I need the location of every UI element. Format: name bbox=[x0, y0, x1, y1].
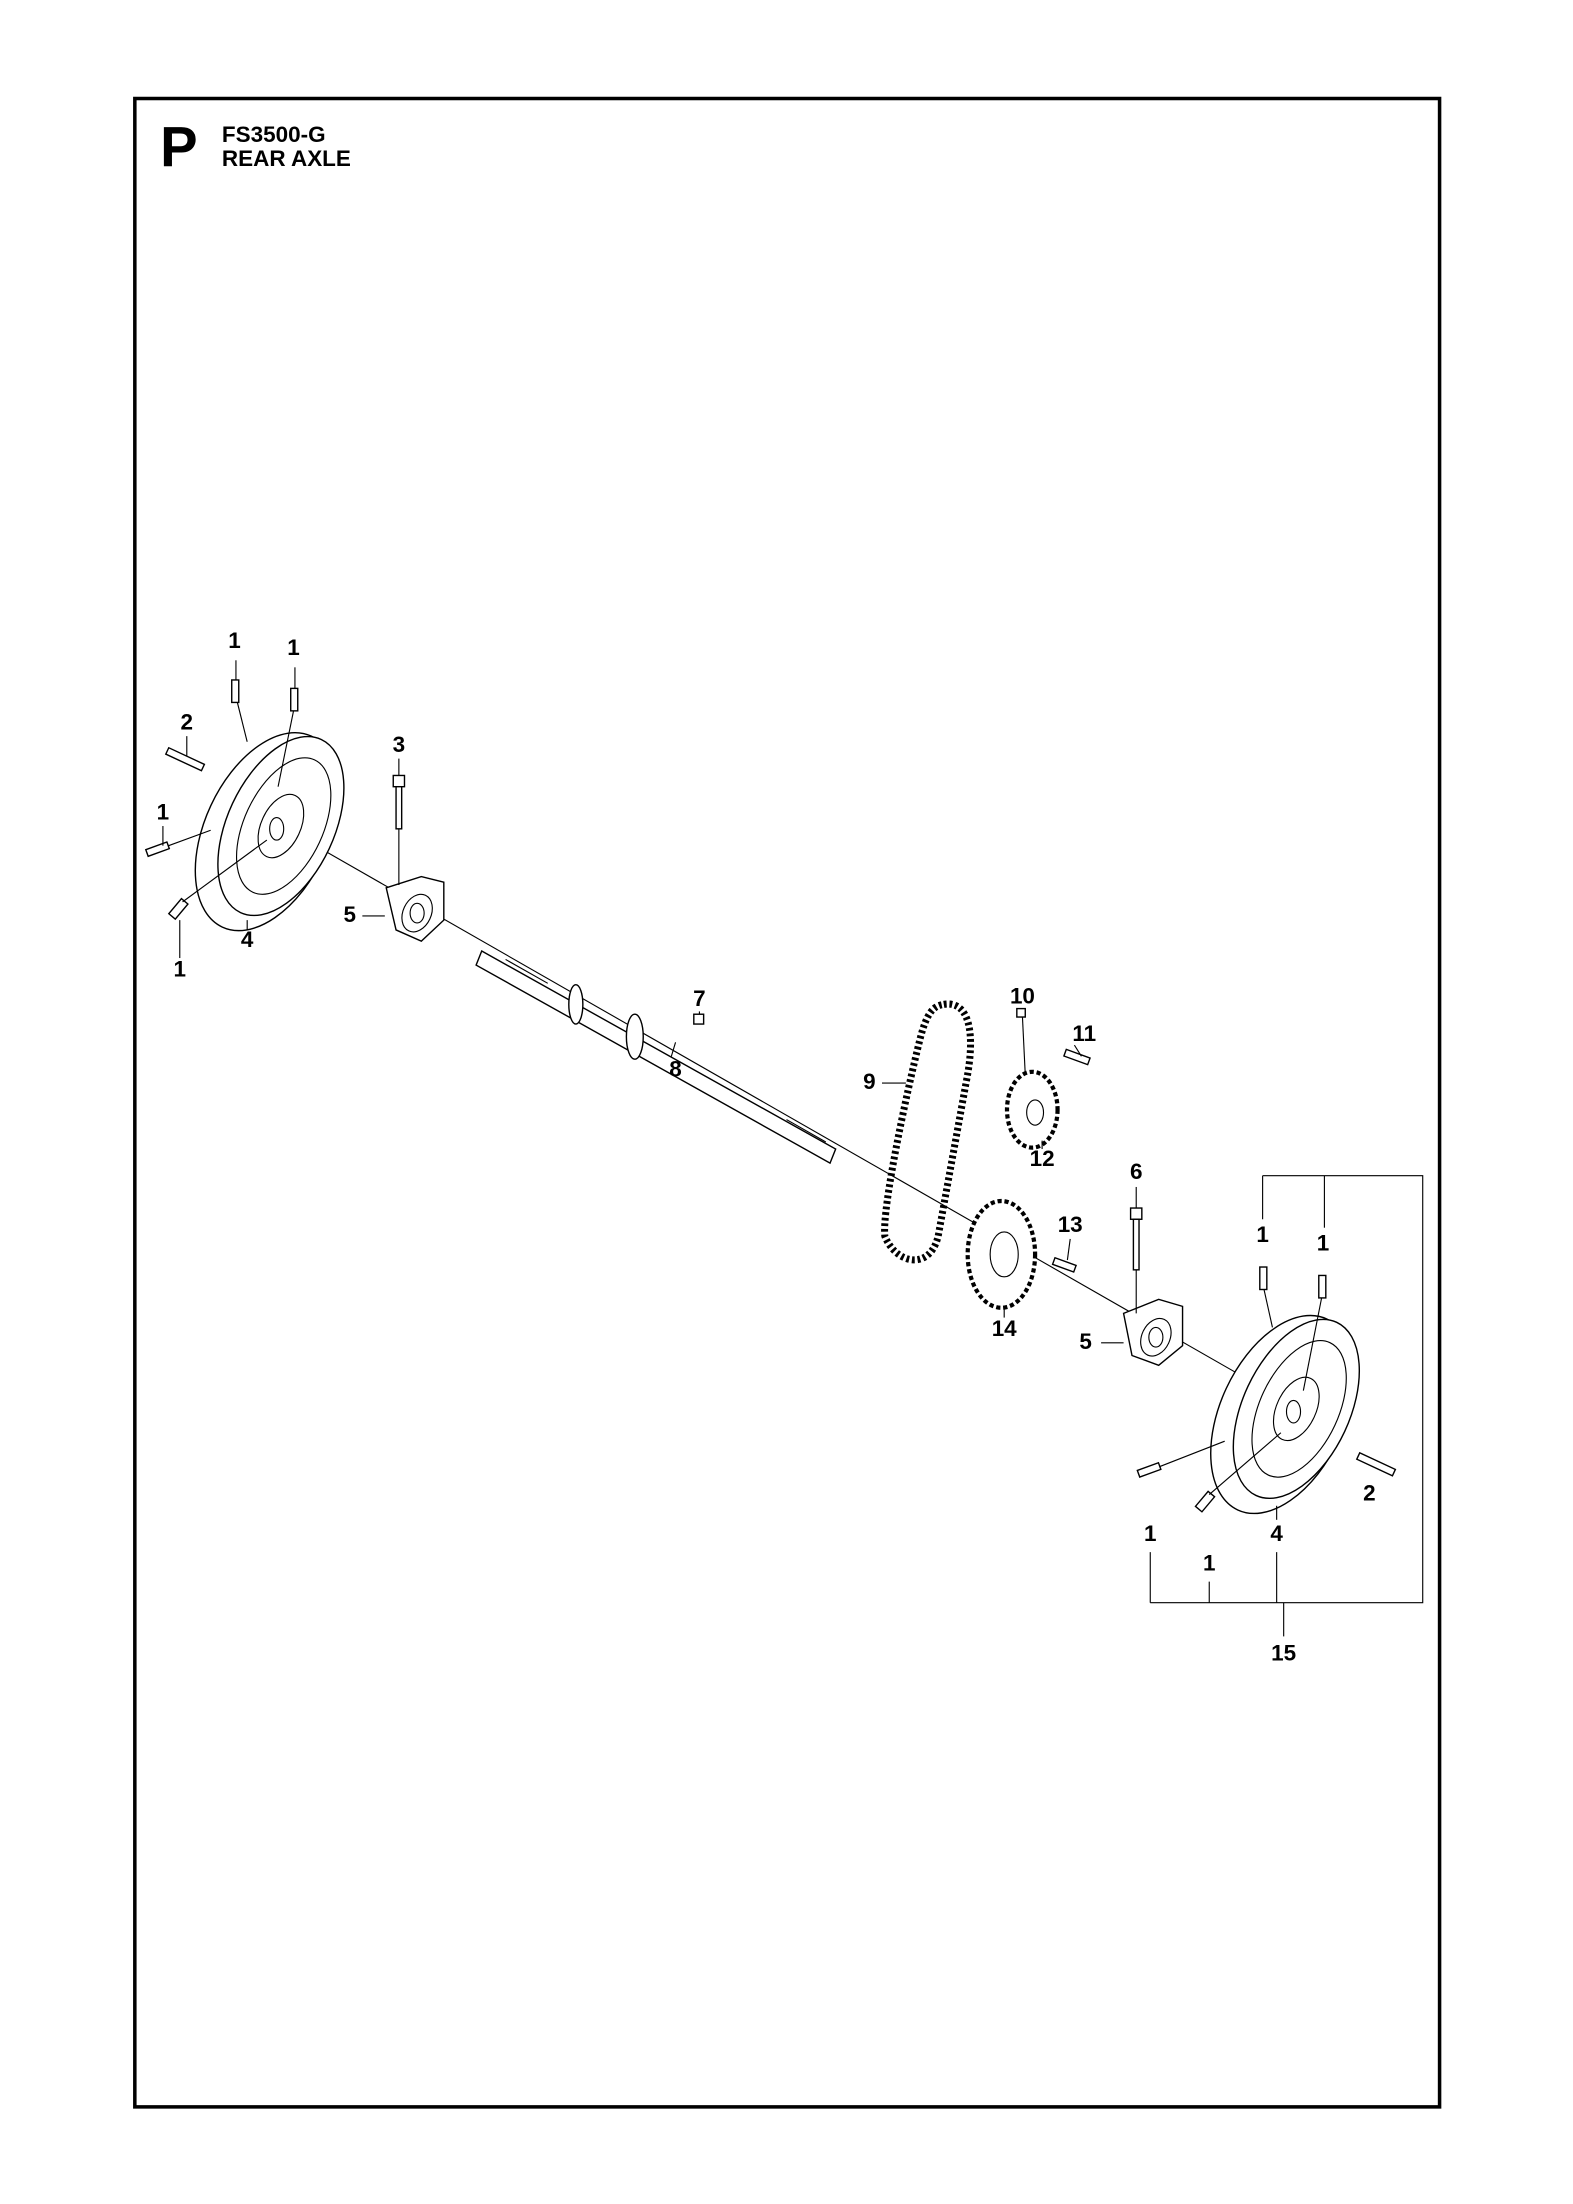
callout: 1 bbox=[287, 635, 300, 660]
callout: 14 bbox=[992, 1316, 1017, 1341]
callout: 2 bbox=[181, 709, 194, 734]
callout: 1 bbox=[1256, 1222, 1269, 1247]
callout: 1 bbox=[228, 628, 241, 653]
small-sprocket bbox=[1004, 1069, 1060, 1150]
callout: 11 bbox=[1072, 1021, 1096, 1046]
model-number: FS3500-G bbox=[222, 122, 326, 147]
callout: 5 bbox=[1079, 1329, 1092, 1354]
callout: 15 bbox=[1271, 1641, 1296, 1666]
axle-shaft bbox=[475, 950, 837, 1165]
large-sprocket bbox=[965, 1198, 1038, 1310]
callout: 6 bbox=[1130, 1159, 1143, 1184]
callout: 9 bbox=[863, 1069, 876, 1094]
callout-labels: 1 1 2 3 1 5 4 1 7 10 11 9 8 12 6 13 1 1 … bbox=[157, 628, 1376, 1666]
callout: 1 bbox=[1317, 1230, 1330, 1255]
callout: 8 bbox=[669, 1056, 682, 1081]
callout: 10 bbox=[1010, 983, 1035, 1008]
page-frame bbox=[133, 96, 1442, 2109]
callout: 2 bbox=[1363, 1480, 1376, 1505]
right-bearing bbox=[1122, 1298, 1184, 1367]
right-wheel bbox=[1210, 1314, 1361, 1515]
callout: 1 bbox=[1144, 1521, 1157, 1546]
callout: 4 bbox=[241, 927, 254, 952]
callout: 1 bbox=[157, 799, 170, 824]
callout: 1 bbox=[1203, 1551, 1216, 1576]
chain bbox=[881, 1000, 975, 1264]
callout: 5 bbox=[343, 902, 356, 927]
section-letter: P bbox=[160, 115, 197, 178]
callout: 12 bbox=[1030, 1146, 1055, 1171]
left-wheel bbox=[194, 731, 345, 932]
diagram-title: REAR AXLE bbox=[222, 146, 351, 171]
left-bearing bbox=[385, 875, 445, 943]
callout: 4 bbox=[1270, 1521, 1283, 1546]
callout: 1 bbox=[174, 957, 187, 982]
callout: 7 bbox=[693, 986, 706, 1011]
assembly-bracket bbox=[1149, 1175, 1424, 1637]
callout: 3 bbox=[393, 732, 405, 757]
callout: 13 bbox=[1058, 1212, 1083, 1237]
